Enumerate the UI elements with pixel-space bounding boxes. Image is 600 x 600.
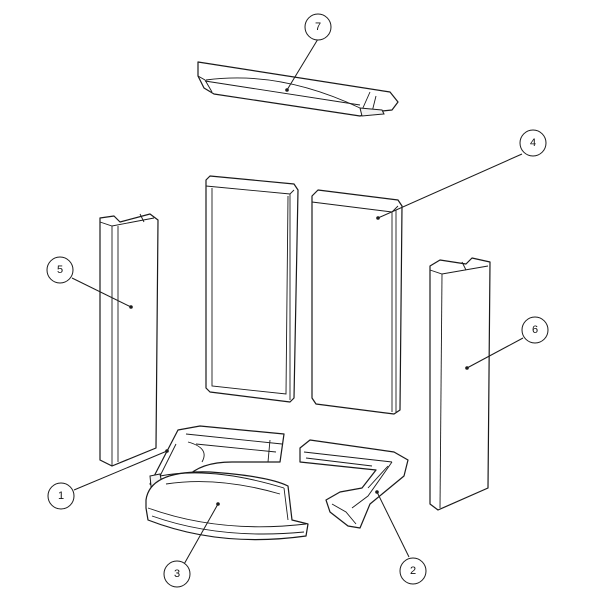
part-6-right-side-brick: [429, 257, 491, 511]
part-4b-back-brick-right: [311, 189, 403, 415]
callout-6-label: 6: [532, 324, 538, 336]
part-7-top-baffle: [197, 61, 399, 117]
callout-5: 5: [46, 256, 74, 284]
callout-4-label: 4: [530, 137, 536, 149]
part-4a-back-brick-left: [205, 175, 299, 403]
callout-1-label: 1: [58, 490, 64, 502]
callout-2: 2: [399, 557, 427, 585]
callout-4: 4: [519, 129, 547, 157]
callout-3-label: 3: [174, 568, 180, 580]
callout-6: 6: [521, 316, 549, 344]
callout-2-label: 2: [410, 565, 416, 577]
callout-5-label: 5: [57, 264, 63, 276]
part-5-left-side-brick: [99, 213, 159, 467]
callout-7: 7: [304, 13, 332, 41]
callout-7-label: 7: [315, 21, 321, 33]
callout-1: 1: [47, 482, 75, 510]
callout-3: 3: [163, 560, 191, 588]
leader-lines: [71, 38, 524, 567]
part-2-right-base-holder: [299, 439, 409, 529]
part-3-curved-front-plate: [145, 471, 309, 541]
